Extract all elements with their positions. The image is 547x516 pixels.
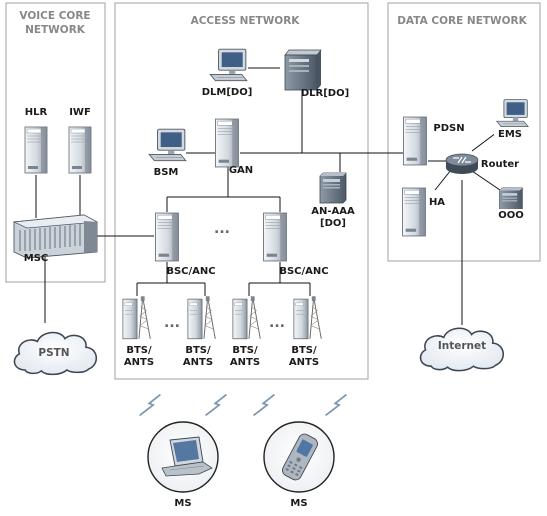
ems-computer-icon (494, 99, 530, 138)
ooo-label: OOO (498, 210, 524, 221)
bts-2-label-line1: BTS/ (185, 345, 211, 356)
pdsn-label: PDSN (433, 123, 464, 134)
bts-ellipsis-right: ... (269, 315, 285, 331)
access-network-title: ACCESS NETWORK (191, 15, 301, 27)
dlr-label: DLR[DO] (301, 88, 349, 99)
bsc-ellipsis: ... (214, 221, 230, 237)
bts-1-label-line1: BTS/ (126, 345, 152, 356)
hlr-label: HLR (25, 107, 48, 118)
voice-core-title-line2: NETWORK (25, 24, 86, 36)
hlr-server-icon (24, 126, 48, 174)
dlm-label: DLM[DO] (202, 87, 253, 98)
router-icon (445, 153, 479, 174)
msc-label: MSC (24, 253, 49, 264)
voice-core-title-line1: VOICE CORE (19, 10, 90, 22)
iwf-label: IWF (69, 107, 91, 118)
laptop-icon (161, 436, 213, 477)
gan-server-icon (214, 118, 240, 168)
bsc-left-server-icon (155, 212, 179, 262)
pstn-label: PSTN (38, 347, 69, 359)
signal-bolt-3-icon (252, 393, 276, 417)
dlr-server-icon (284, 49, 322, 91)
bts-1-label-line2: ANTS (124, 357, 154, 368)
signal-bolt-4-icon (324, 393, 348, 417)
ha-label: HA (429, 197, 445, 208)
bts-4-label-line1: BTS/ (291, 345, 317, 356)
bts-4-label-line2: ANTS (289, 357, 319, 368)
signal-bolt-1-icon (138, 393, 162, 417)
ooo-server-icon (496, 187, 526, 219)
bts-3-label-line2: ANTS (230, 357, 260, 368)
ha-server-icon (401, 187, 427, 237)
ms-laptop-label: MS (174, 498, 191, 509)
ems-label: EMS (498, 129, 522, 140)
signal-bolt-2-icon (204, 393, 228, 417)
ms-phone-label: MS (290, 498, 307, 509)
bsm-label: BSM (154, 167, 179, 178)
pdsn-server-icon (402, 116, 428, 166)
bts-2-label-line2: ANTS (183, 357, 213, 368)
bts-ellipsis-left: ... (164, 315, 180, 331)
msc-switch-icon (12, 214, 99, 259)
an-aaa-label-line2: [DO] (320, 218, 346, 229)
gan-label: GAN (229, 165, 253, 176)
iwf-server-icon (68, 126, 92, 174)
router-label: Router (481, 159, 519, 170)
an-aaa-label-line1: AN-AAA (311, 206, 355, 217)
bsc-right-server-icon (262, 212, 288, 262)
an-aaa-server-icon (319, 172, 347, 204)
data-core-title: DATA CORE NETWORK (397, 15, 527, 27)
mobile-phone-icon (282, 433, 318, 481)
bts-3-label-line1: BTS/ (232, 345, 258, 356)
bsc-left-label: BSC/ANC (166, 266, 215, 277)
bsc-right-label: BSC/ANC (279, 266, 328, 277)
internet-label: Internet (438, 340, 486, 352)
